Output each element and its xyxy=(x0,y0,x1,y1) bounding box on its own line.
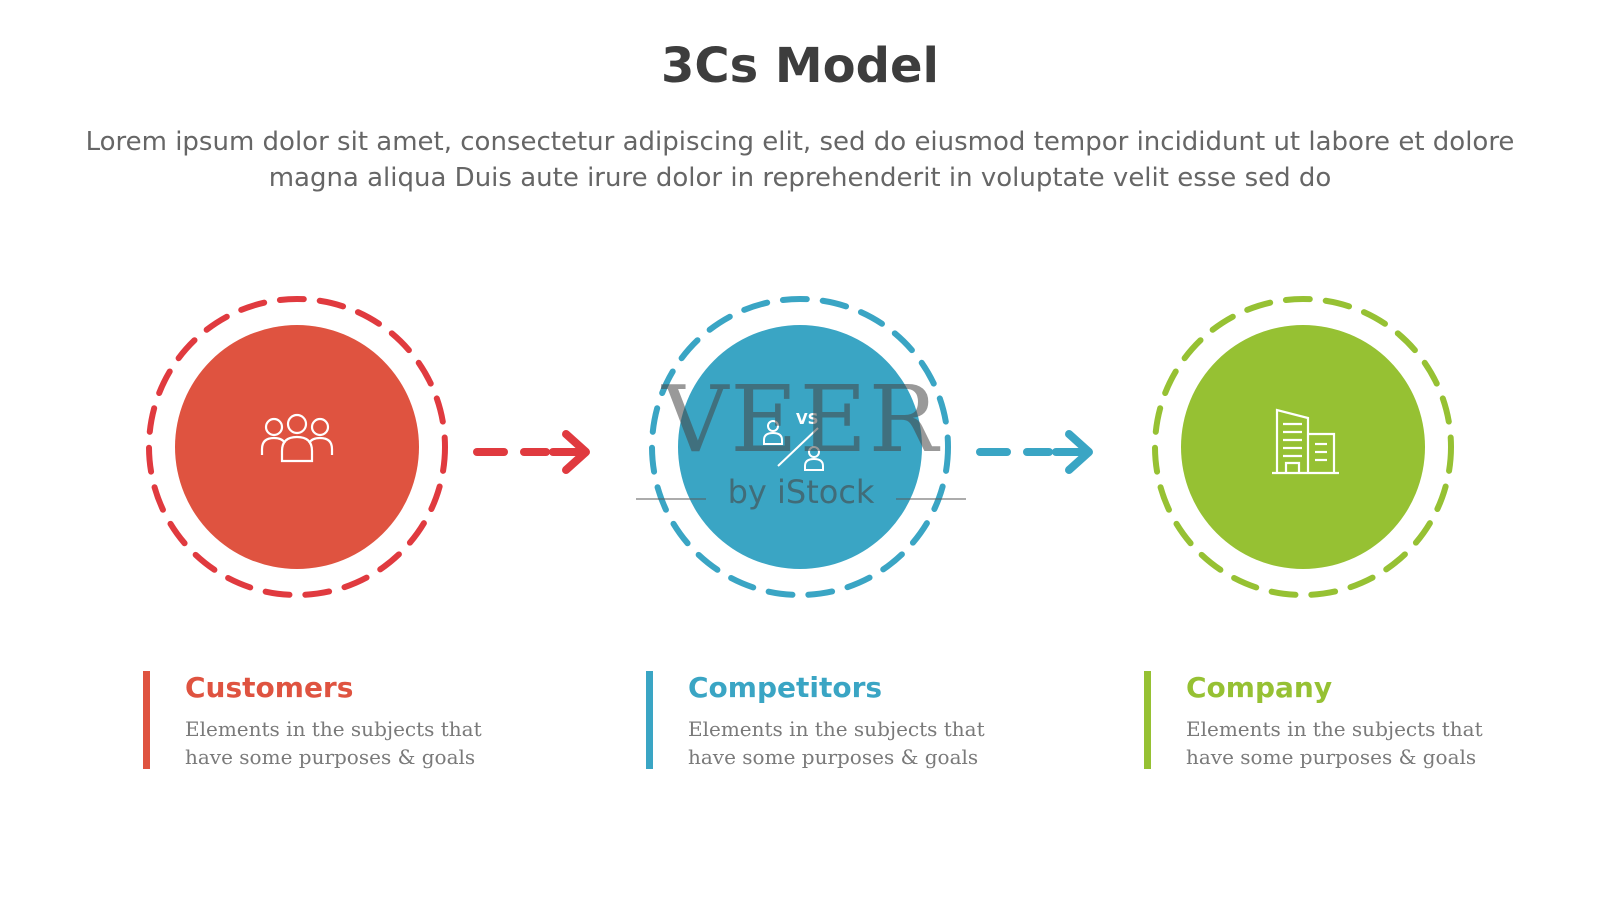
arrow-competitors-to-company xyxy=(976,430,1093,474)
node-company xyxy=(1152,296,1454,598)
node-description-competitors: Elements in the subjects that have some … xyxy=(688,717,985,769)
page-subtitle: Lorem ipsum dolor sit amet, consectetur … xyxy=(85,127,1515,193)
dashed-ring-company xyxy=(1152,296,1454,598)
arrow-customers-to-competitors xyxy=(473,430,590,474)
dashed-ring-customers xyxy=(146,296,448,598)
accent-bar-competitors xyxy=(646,671,653,769)
label-block-company: Company Elements in the subjects that ha… xyxy=(1144,671,1524,769)
label-block-competitors: Competitors Elements in the subjects tha… xyxy=(646,671,1026,769)
versus-label: VS xyxy=(796,410,818,428)
node-title-customers: Customers xyxy=(185,671,354,704)
node-description-customers: Elements in the subjects that have some … xyxy=(185,717,482,769)
circle-competitors xyxy=(678,325,922,569)
node-title-company: Company xyxy=(1186,671,1333,704)
node-customers xyxy=(146,296,448,598)
node-description-company: Elements in the subjects that have some … xyxy=(1186,717,1483,769)
node-competitors: VS xyxy=(649,296,951,598)
versus-icon: VS xyxy=(763,410,824,471)
accent-bar-customers xyxy=(143,671,150,769)
accent-bar-company xyxy=(1144,671,1151,769)
circle-customers xyxy=(175,325,419,569)
page-title: 3Cs Model xyxy=(660,38,939,94)
circle-company xyxy=(1181,325,1425,569)
people-group-icon xyxy=(260,413,334,463)
dashed-ring-competitors xyxy=(649,296,951,598)
node-title-competitors: Competitors xyxy=(688,671,883,704)
building-icon xyxy=(1272,408,1339,475)
label-block-customers: Customers Elements in the subjects that … xyxy=(143,671,523,769)
